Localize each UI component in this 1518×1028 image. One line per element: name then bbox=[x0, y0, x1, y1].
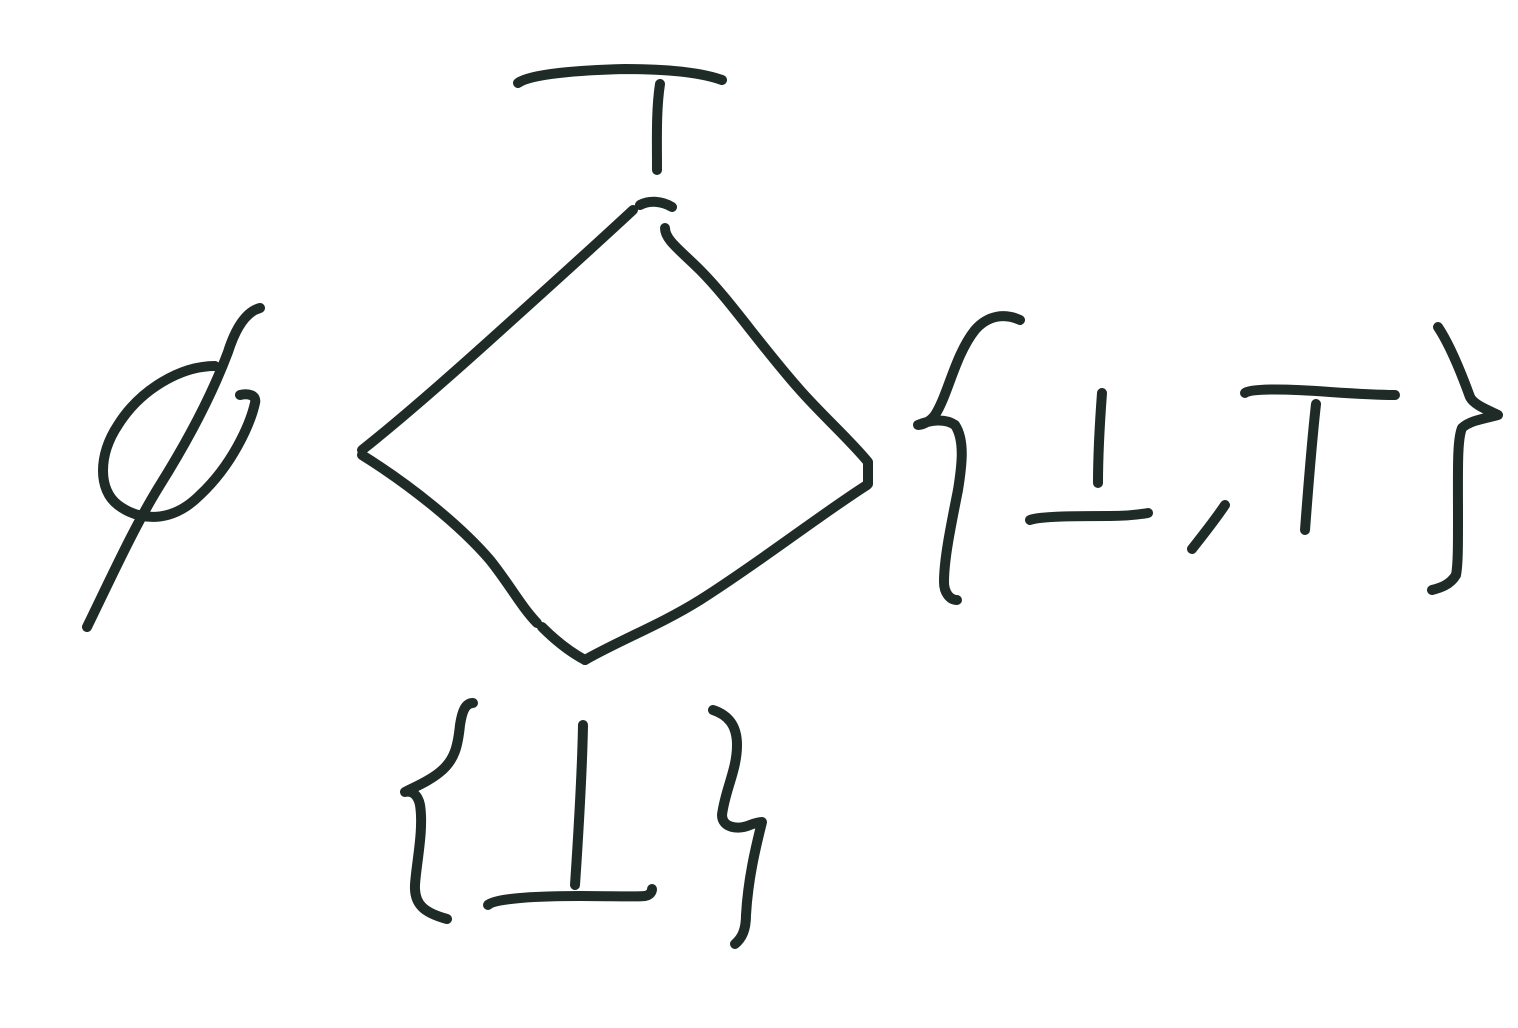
left-brace-right-label bbox=[913, 311, 1025, 605]
edge-right-to-top bbox=[660, 223, 873, 489]
left-brace-bottom-label bbox=[400, 698, 478, 924]
empty-set-slash bbox=[82, 303, 265, 632]
empty-set-circle bbox=[98, 361, 261, 522]
edge-top-to-left bbox=[357, 205, 638, 455]
set-bottom-top-symbol: {⊥,⊤} bbox=[913, 311, 1503, 605]
top-symbol-bar bbox=[513, 64, 727, 88]
edge-bottom-to-right bbox=[580, 480, 872, 665]
set-bottom-symbol: {⊥} bbox=[400, 698, 767, 949]
comma bbox=[1187, 500, 1230, 554]
bottom-symbol-stem-right bbox=[1093, 388, 1107, 488]
edge-left-to-bottom bbox=[357, 450, 542, 628]
lattice-diamond bbox=[357, 196, 873, 665]
bottom-symbol-bar-right bbox=[1025, 508, 1153, 525]
right-brace-bottom-label bbox=[708, 705, 767, 949]
top-symbol-stem bbox=[651, 79, 665, 175]
right-brace-right-label bbox=[1427, 322, 1503, 595]
empty-set-symbol: ∅ bbox=[82, 303, 265, 632]
top-symbol: ⊤ bbox=[513, 64, 727, 175]
top-symbol-stem-right bbox=[1300, 399, 1321, 535]
bottom-symbol-bar bbox=[483, 884, 657, 910]
small-mark-above-diamond bbox=[635, 196, 677, 212]
bottom-corner-tick bbox=[537, 622, 590, 665]
bottom-symbol-stem bbox=[570, 720, 588, 890]
top-symbol-bar-right bbox=[1240, 384, 1400, 400]
